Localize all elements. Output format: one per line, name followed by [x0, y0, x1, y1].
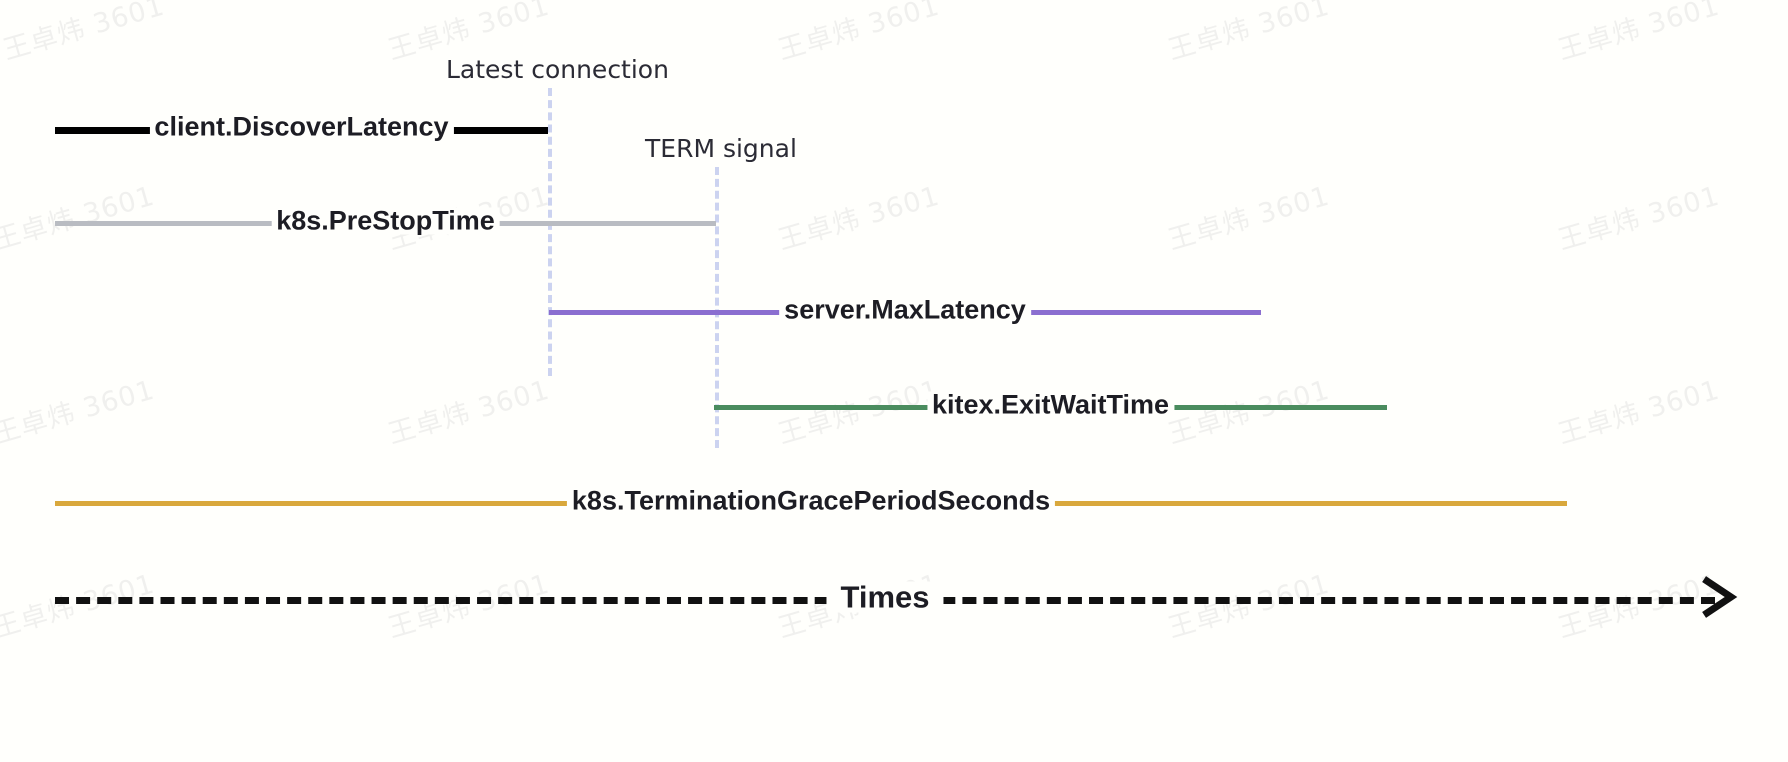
marker-guide-term-signal — [715, 167, 719, 448]
watermark-text: 王卓炜 3601 — [0, 0, 169, 67]
timeline-bar-label: client.DiscoverLatency — [149, 113, 454, 141]
watermark-text: 王卓炜 3601 — [1554, 374, 1724, 451]
watermark-text: 王卓炜 3601 — [1554, 0, 1724, 67]
time-axis-label: Times — [826, 581, 944, 613]
watermark-text: 王卓炜 3601 — [774, 0, 944, 67]
watermark-text: 王卓炜 3601 — [0, 374, 159, 451]
timeline-bar-label: server.MaxLatency — [779, 296, 1031, 324]
timeline-bar-label: k8s.TerminationGracePeriodSeconds — [566, 487, 1056, 515]
watermark-text: 王卓炜 3601 — [1164, 180, 1334, 257]
arrow-right-icon — [1702, 576, 1738, 618]
marker-label-latest-connection: Latest connection — [446, 55, 669, 84]
timeline-bar-label: kitex.ExitWaitTime — [926, 391, 1175, 419]
watermark-text: 王卓炜 3601 — [774, 180, 944, 257]
watermark-text: 王卓炜 3601 — [384, 374, 554, 451]
marker-label-term-signal: TERM signal — [645, 134, 797, 163]
watermark-text: 王卓炜 3601 — [1164, 0, 1334, 67]
watermark-text: 王卓炜 3601 — [1554, 180, 1724, 257]
marker-guide-latest-connection — [548, 88, 552, 376]
timeline-bar-label: k8s.PreStopTime — [271, 207, 500, 235]
watermark-text: 王卓炜 3601 — [0, 180, 159, 257]
